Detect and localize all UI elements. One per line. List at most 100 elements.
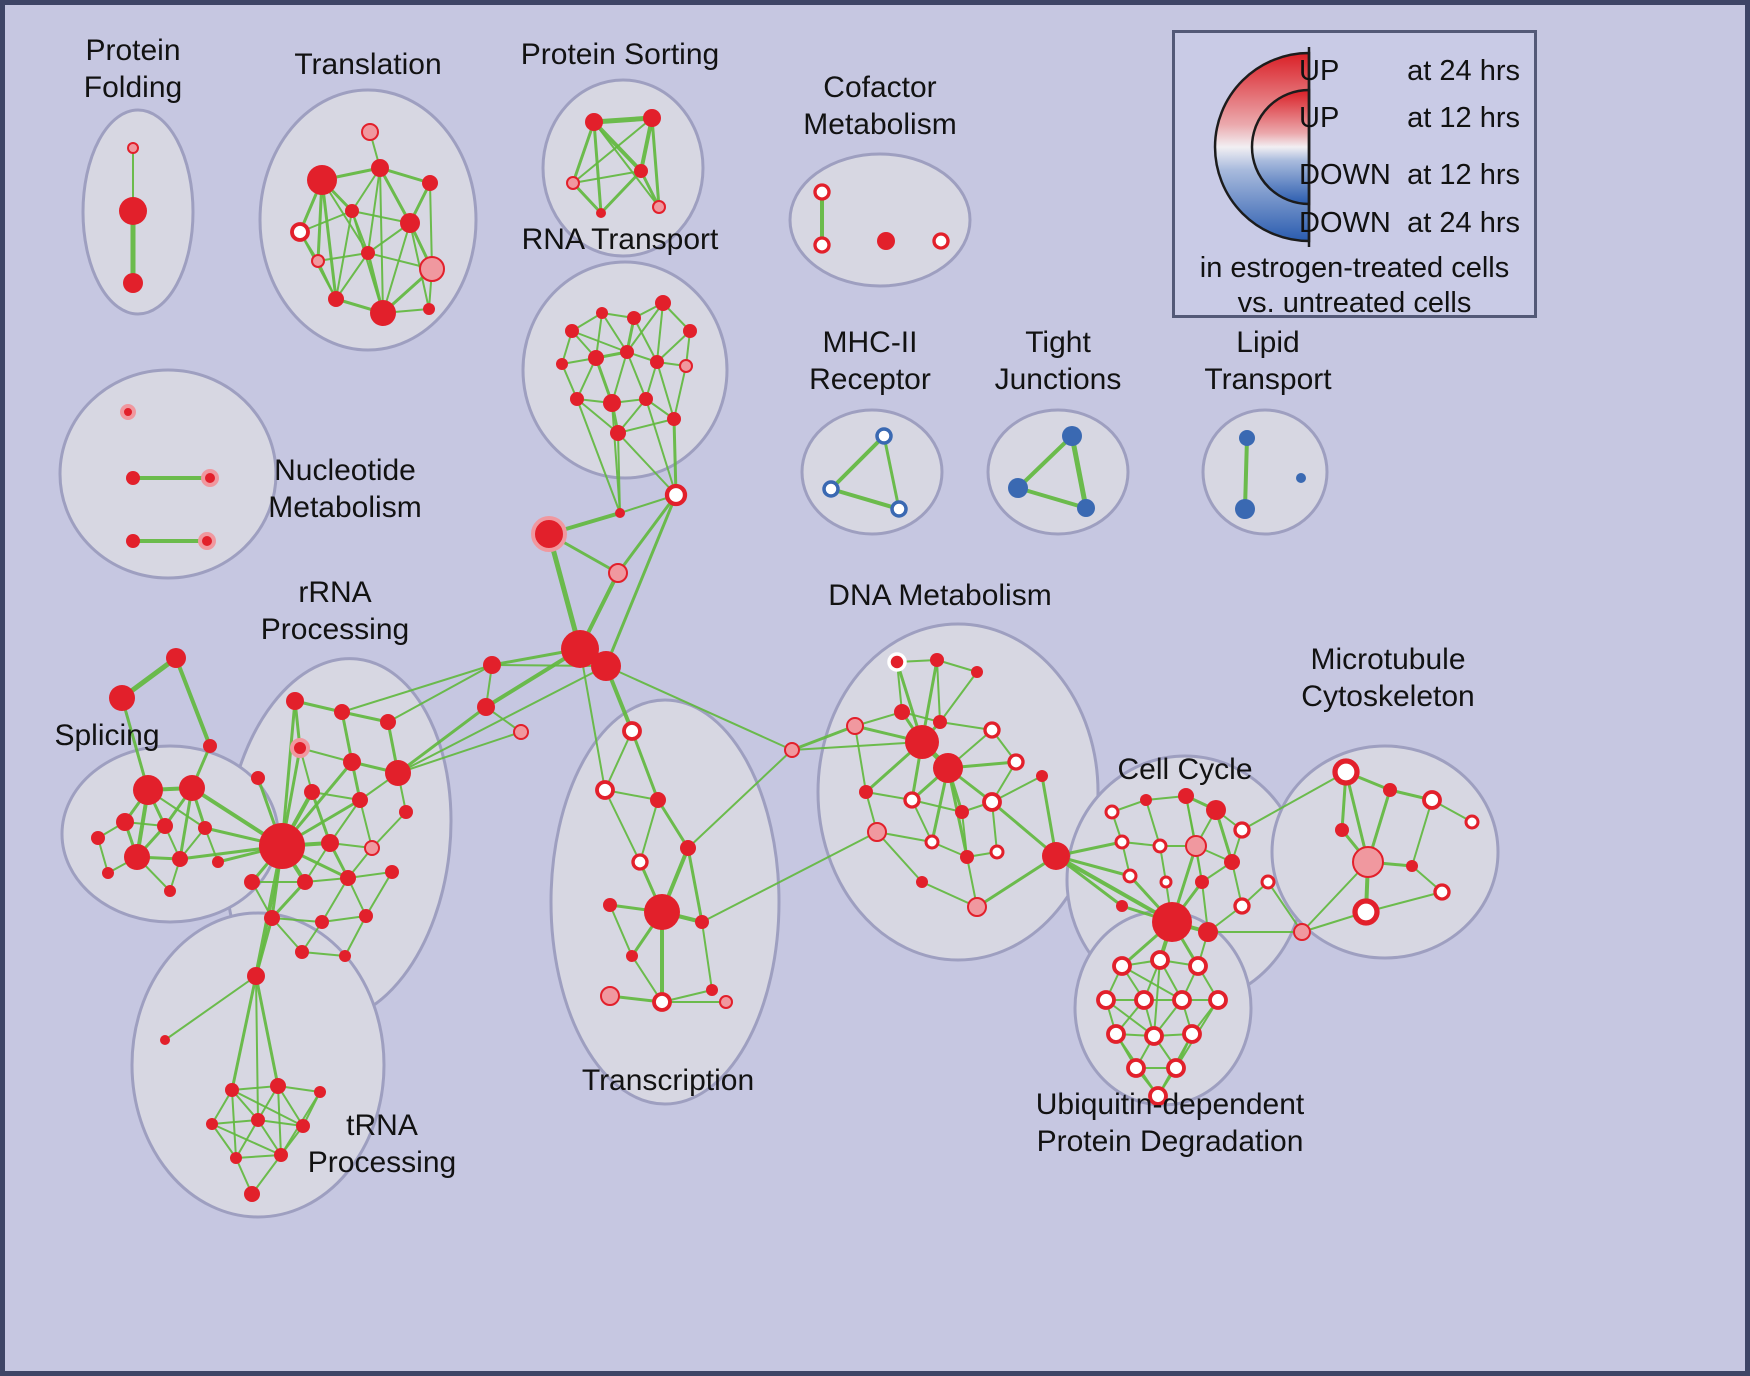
network-node [955,805,969,819]
network-edge [1105,999,1155,1037]
network-node [198,532,216,550]
network-edge [961,811,968,858]
network-edge [254,916,274,978]
network-node [924,834,940,850]
network-node [116,813,134,831]
network-node [259,823,305,869]
network-edge [921,881,978,908]
network-edge [1301,861,1369,933]
cluster-label-rrna-processing: Processing [261,613,409,646]
network-node [1042,842,1070,870]
network-node [247,967,265,985]
network-node [264,910,280,926]
network-edge [251,1154,282,1195]
network-edge [593,121,660,208]
network-node [109,685,135,711]
legend-row: UP at 24 hrs [1299,56,1520,86]
cluster-ellipse-tight-junctions [986,408,1130,536]
network-node [400,213,420,233]
network-edge [164,975,257,1041]
network-edge [604,789,641,863]
network-edge [626,302,664,353]
cluster-label-trna-processing: tRNA [346,1109,418,1142]
network-node [1096,990,1116,1010]
network-node [1332,758,1360,786]
network-node [822,480,840,498]
network-edge [301,951,346,957]
cluster-label-lipid-transport: Lipid [1236,326,1299,359]
network-node [295,945,309,959]
network-node [608,563,628,583]
network-node [371,159,389,177]
network-node [380,714,396,730]
network-node [1007,753,1025,771]
network-edge [605,665,793,751]
network-edge [687,749,793,849]
cluster-label-rna-transport: RNA Transport [522,223,719,256]
network-node [315,915,329,929]
network-edge [633,317,658,363]
network-node [321,834,339,852]
cluster-label-tight-junctions: Junctions [995,363,1122,396]
network-edge [601,312,628,353]
network-node [359,909,373,923]
network-node [1152,902,1192,942]
network-edge [656,361,675,420]
network-node [566,176,580,190]
network-edge [397,731,522,774]
network-node [813,183,831,201]
network-node [971,666,983,678]
network-node [695,915,709,929]
network-edge [211,1123,282,1156]
network-node [719,995,733,1009]
network-node [585,113,603,131]
network-node [982,792,1002,812]
network-node [1198,922,1218,942]
cluster-label-microtubule-cytoskeleton: Cytoskeleton [1301,680,1474,713]
cluster-ellipse-lipid-transport [1201,408,1329,536]
network-node [846,717,864,735]
network-node [244,1186,260,1202]
network-node [422,175,438,191]
legend-direction-label: UP [1299,102,1340,134]
network-node [867,822,887,842]
network-node [119,197,147,225]
network-node [620,345,634,359]
network-node [1352,898,1380,926]
legend-caption-line: in estrogen-treated cells [1199,252,1510,284]
network-node [1166,1058,1186,1078]
network-node [274,1148,288,1162]
network-node [230,1152,242,1164]
network-edge [617,432,621,514]
network-node [877,232,895,250]
network-node [561,630,599,668]
network-node [667,412,681,426]
network-node [903,791,921,809]
network-edge [617,432,677,496]
network-node [664,483,688,507]
network-node [1106,1024,1126,1044]
network-edge [429,182,433,270]
network-node [1008,478,1028,498]
network-edge [120,696,150,792]
network-node [1152,838,1168,854]
cluster-ellipse-translation [258,88,478,352]
network-node [179,775,205,801]
network-node [680,840,696,856]
network-edge [1016,486,1088,510]
network-node [483,656,501,674]
network-edge [939,671,978,723]
cluster-label-protein-folding: Folding [84,71,182,104]
network-node [1104,804,1120,820]
cluster-label-translation: Translation [294,48,441,81]
network-edge [604,493,678,668]
network-edge [645,398,677,496]
network-edge [254,974,280,1088]
network-node [652,200,666,214]
network-edge [321,877,349,923]
network-node [596,208,606,218]
network-node [345,204,359,218]
network-node [513,724,529,740]
network-edge [579,648,606,791]
